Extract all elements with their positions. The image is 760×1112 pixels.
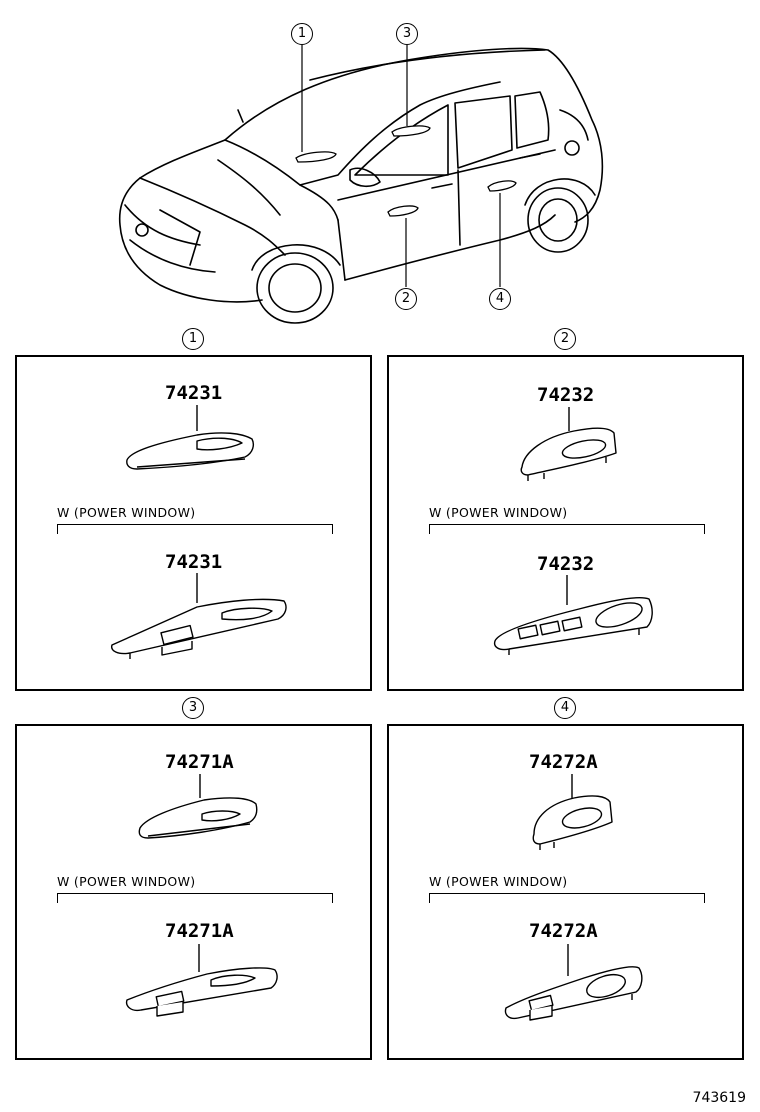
- callout-2-top[interactable]: 2: [395, 288, 417, 310]
- panel-2-top-switch-bezel: [520, 407, 617, 481]
- panel-1-variant-label: W (POWER WINDOW): [57, 505, 196, 520]
- panel-2-bottom-part-number[interactable]: 74232: [537, 553, 595, 575]
- panel-3-variant-label: W (POWER WINDOW): [57, 874, 196, 889]
- panel-4-power-window-switch-bezel: [504, 944, 643, 1021]
- panel-3-bottom-part-number[interactable]: 74271A: [165, 920, 234, 942]
- panel-4-variant-bracket: [429, 893, 705, 903]
- panel-2: 74232 W (POWER WINDOW) 74232: [387, 355, 744, 691]
- panel-1-power-window-switch-bezel: [111, 573, 287, 659]
- callout-4-top[interactable]: 4: [489, 288, 511, 310]
- panel-4-bottom-part-number[interactable]: 74272A: [529, 920, 598, 942]
- panel-4: 74272A W (POWER WINDOW) 74272A: [387, 724, 744, 1060]
- panel-3: 74271A W (POWER WINDOW) 74271A: [15, 724, 372, 1060]
- panel-3-power-window-switch-bezel: [125, 944, 278, 1017]
- panel-2-power-window-switch-bezel: [493, 575, 653, 655]
- panel-4-top-switch-bezel: [532, 774, 613, 850]
- panel-1: 74231 W (POWER WINDOW) 74231: [15, 355, 372, 691]
- panel-2-callout: 2: [554, 328, 576, 350]
- callout-3-top[interactable]: 3: [396, 23, 418, 45]
- panel-2-top-part-number[interactable]: 74232: [537, 384, 595, 406]
- panel-3-variant-bracket: [57, 893, 333, 903]
- panel-1-top-part-number[interactable]: 74231: [165, 382, 223, 404]
- panel-4-callout: 4: [554, 697, 576, 719]
- panel-3-top-switch-bezel: [138, 774, 258, 839]
- car-overview-illustration: [118, 45, 604, 324]
- panel-3-top-part-number[interactable]: 74271A: [165, 751, 234, 773]
- panel-1-callout: 1: [182, 328, 204, 350]
- panel-4-variant-label: W (POWER WINDOW): [429, 874, 568, 889]
- diagram-id: 743619: [692, 1090, 746, 1106]
- callout-1-top[interactable]: 1: [291, 23, 313, 45]
- panel-2-variant-bracket: [429, 524, 705, 534]
- panel-1-variant-bracket: [57, 524, 333, 534]
- panel-4-top-part-number[interactable]: 74272A: [529, 751, 598, 773]
- panel-1-bottom-part-number[interactable]: 74231: [165, 551, 223, 573]
- panel-2-variant-label: W (POWER WINDOW): [429, 505, 568, 520]
- panel-1-top-switch-bezel: [126, 405, 254, 470]
- panel-3-callout: 3: [182, 697, 204, 719]
